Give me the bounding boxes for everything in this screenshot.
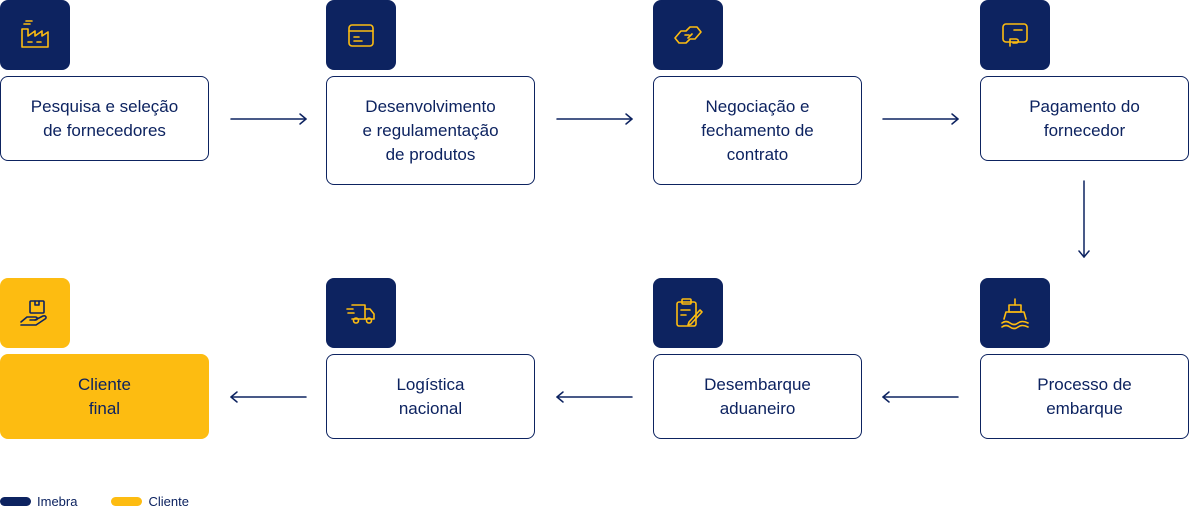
- ship-icon: [1001, 298, 1029, 330]
- step-6-icon-tile: [653, 278, 723, 348]
- payment-icon: [1002, 23, 1028, 47]
- legend-swatch-cliente: [111, 497, 143, 506]
- arrow-5-to-6: [882, 391, 959, 403]
- legend-label-imebra: Imebra: [37, 494, 78, 509]
- legend-item-cliente: Cliente: [111, 494, 189, 509]
- step-4-box: Pagamento do fornecedor: [980, 76, 1189, 161]
- arrow-7-to-8: [230, 391, 307, 403]
- product-box-icon: [348, 24, 374, 47]
- step-3-label: Negociação e fechamento de contrato: [701, 96, 814, 164]
- arrow-3-to-4: [882, 113, 959, 125]
- step-7-label: Logística nacional: [396, 374, 465, 418]
- legend: Imebra Cliente: [0, 494, 223, 509]
- step-4-label: Pagamento do fornecedor: [1029, 96, 1140, 140]
- step-8-icon-tile: [0, 278, 70, 348]
- arrow-6-to-7: [556, 391, 633, 403]
- legend-label-cliente: Cliente: [148, 494, 189, 509]
- step-4-icon-tile: [980, 0, 1050, 70]
- step-8-box: Cliente final: [0, 354, 209, 439]
- step-5-box: Processo de embarque: [980, 354, 1189, 439]
- step-1-label: Pesquisa e seleção de fornecedores: [30, 96, 179, 140]
- step-6-label: Desembarque aduaneiro: [704, 374, 811, 418]
- arrow-4-to-5: [1078, 180, 1090, 258]
- step-3-box: Negociação e fechamento de contrato: [653, 76, 862, 185]
- step-6-box: Desembarque aduaneiro: [653, 354, 862, 439]
- legend-item-imebra: Imebra: [0, 494, 77, 509]
- arrow-2-to-3: [556, 113, 633, 125]
- step-2-box: Desenvolvimento e regulamentação de prod…: [326, 76, 535, 185]
- step-5-icon-tile: [980, 278, 1050, 348]
- handshake-icon: [674, 26, 702, 44]
- step-3-icon-tile: [653, 0, 723, 70]
- step-2-icon-tile: [326, 0, 396, 70]
- step-8-label: Cliente final: [78, 374, 131, 418]
- truck-icon: [346, 304, 375, 324]
- step-5-label: Processo de embarque: [1037, 374, 1132, 418]
- step-7-box: Logística nacional: [326, 354, 535, 439]
- factory-icon: [21, 20, 49, 48]
- step-1-icon-tile: [0, 0, 70, 70]
- clipboard-icon: [676, 298, 703, 327]
- legend-swatch-imebra: [0, 497, 31, 506]
- step-7-icon-tile: [326, 278, 396, 348]
- arrow-1-to-2: [230, 113, 307, 125]
- hand-box-icon: [20, 300, 47, 326]
- step-2-label: Desenvolvimento e regulamentação de prod…: [362, 96, 499, 164]
- step-1-box: Pesquisa e seleção de fornecedores: [0, 76, 209, 161]
